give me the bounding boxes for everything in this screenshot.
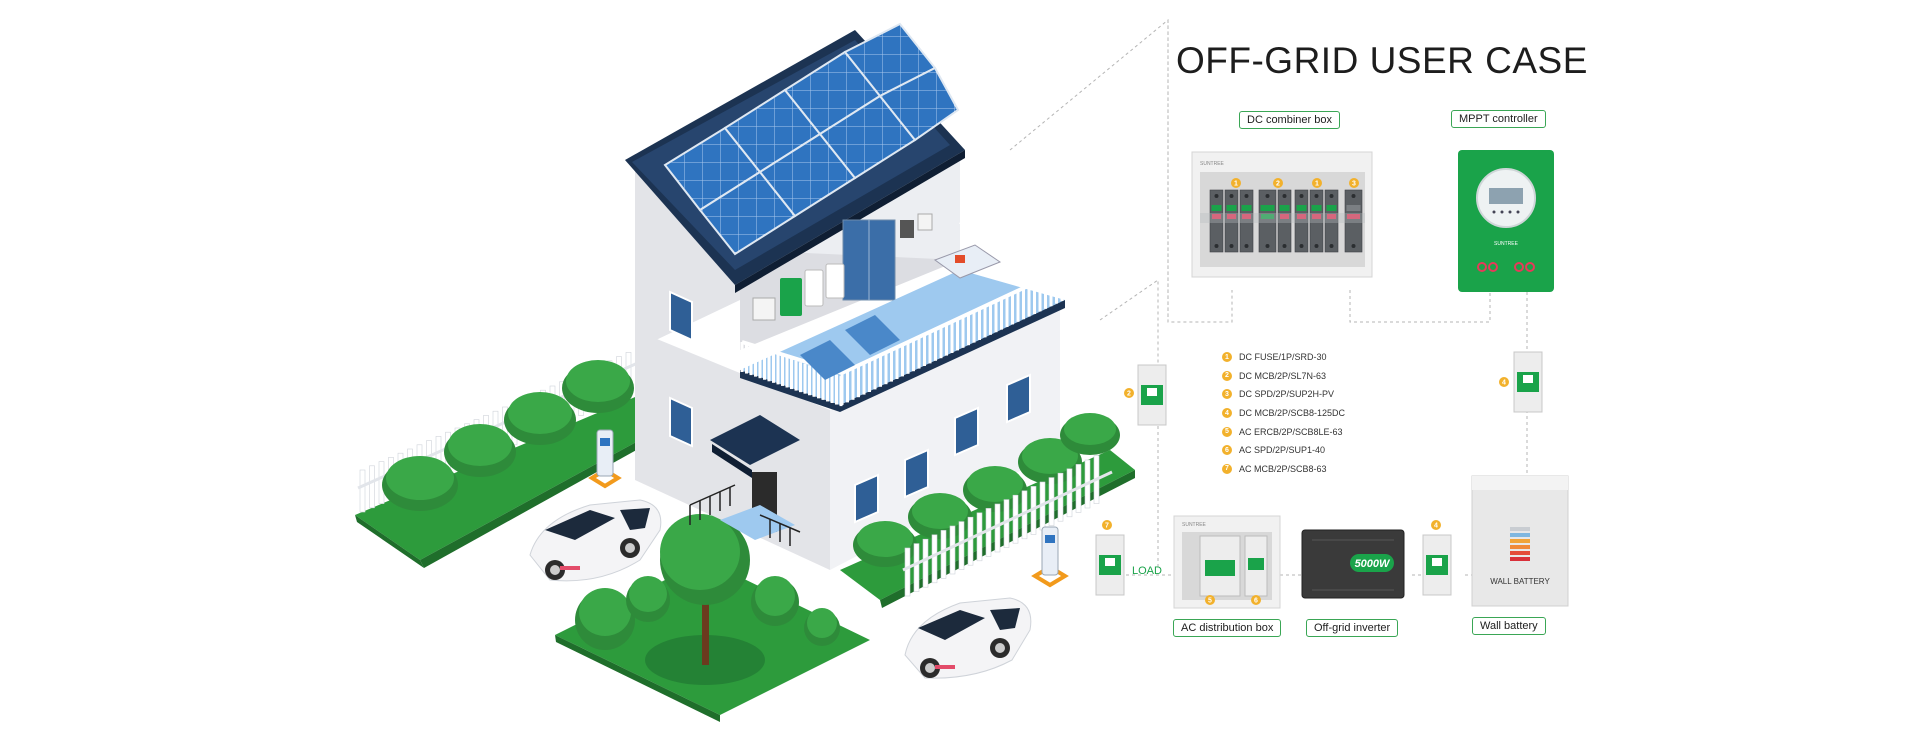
breaker-2-standalone: 2: [1124, 364, 1167, 426]
svg-text:1: 1: [1234, 181, 1238, 188]
page-title: OFF-GRID USER CASE: [1176, 40, 1588, 81]
legend-item: 4 DC MCB/2P/SCB8-125DC: [1222, 404, 1345, 423]
ev-charger-left: [588, 429, 622, 489]
svg-text:SUNTREE: SUNTREE: [1200, 161, 1225, 167]
legend-text: DC MCB/2P/SL7N-63: [1239, 370, 1327, 381]
svg-text:5: 5: [1208, 598, 1212, 605]
wall-battery: WALL BATTERY: [1471, 475, 1569, 607]
windows: [669, 290, 1031, 524]
svg-text:2: 2: [1127, 391, 1131, 398]
svg-text:7: 7: [1105, 523, 1109, 530]
svg-text:4: 4: [1502, 380, 1506, 387]
ac-distribution-box: SUNTREE 5 6: [1173, 515, 1281, 609]
mppt-controller-label: MPPT controller: [1451, 110, 1546, 128]
svg-text:SUNTREE: SUNTREE: [1182, 522, 1207, 528]
legend-item: 5 AC ERCB/2P/SCB8LE-63: [1222, 422, 1345, 441]
legend-number-badge: 2: [1222, 370, 1232, 381]
legend-number-badge: 7: [1222, 463, 1232, 474]
balcony-railing: [740, 220, 1064, 407]
front-yard: [555, 514, 870, 722]
component-legend: 1 DC FUSE/1P/SRD-30 2 DC MCB/2P/SL7N-63 3 DC …: [1222, 348, 1345, 478]
legend-number-badge: 4: [1222, 408, 1232, 419]
legend-text: DC SPD/2P/SUP2H-PV: [1239, 389, 1335, 400]
legend-item: 6 AC SPD/2P/SUP1-40: [1222, 441, 1345, 460]
breaker-4-inverter: 4: [1422, 520, 1452, 596]
breaker-7-load: 7: [1095, 520, 1125, 596]
car-left: [529, 499, 662, 582]
svg-text:SUNTREE: SUNTREE: [1494, 241, 1519, 247]
load-label: LOAD: [1132, 565, 1162, 577]
ev-charger-right: [1031, 526, 1069, 588]
solar-panels: [663, 22, 960, 256]
dc-combiner-box: SUNTREE 1 2 1 3: [1191, 151, 1373, 278]
ac-distribution-box-label: AC distribution box: [1173, 619, 1282, 637]
legend-number-badge: 1: [1222, 352, 1232, 363]
legend-item: 2 DC MCB/2P/SL7N-63: [1222, 367, 1345, 386]
legend-text: AC SPD/2P/SUP1-40: [1239, 445, 1326, 456]
left-hedges: [382, 360, 634, 511]
svg-text:1: 1: [1315, 181, 1319, 188]
legend-text: DC FUSE/1P/SRD-30: [1239, 352, 1327, 363]
legend-text: AC MCB/2P/SCB8-63: [1239, 463, 1327, 474]
left-yard: [355, 395, 640, 568]
svg-text:3: 3: [1352, 181, 1356, 188]
mppt-controller: SUNTREE: [1458, 150, 1554, 292]
house: [625, 22, 1065, 570]
svg-text:4: 4: [1434, 523, 1438, 530]
breaker-4-mppt: 4: [1499, 351, 1543, 413]
legend-item: 1 DC FUSE/1P/SRD-30: [1222, 348, 1345, 367]
wall-battery-label: Wall battery: [1472, 617, 1546, 635]
legend-item: 7 AC MCB/2P/SCB8-63: [1222, 460, 1345, 479]
car-right: [904, 597, 1032, 679]
legend-number-badge: 5: [1222, 426, 1232, 437]
legend-text: DC MCB/2P/SCB8-125DC: [1239, 408, 1346, 419]
svg-text:6: 6: [1254, 598, 1258, 605]
right-fence: [902, 455, 1113, 597]
svg-text:2: 2: [1276, 181, 1280, 188]
inverter-power-label: 5000W: [1355, 558, 1391, 570]
legend-number-badge: 3: [1222, 389, 1232, 400]
legend-item: 3 DC SPD/2P/SUP2H-PV: [1222, 385, 1345, 404]
dc-combiner-box-label: DC combiner box: [1239, 111, 1340, 129]
off-grid-inverter-label: Off-grid inverter: [1306, 619, 1399, 637]
off-grid-inverter: 5000W: [1301, 529, 1405, 599]
legend-text: AC ERCB/2P/SCB8LE-63: [1239, 426, 1343, 437]
legend-number-badge: 6: [1222, 445, 1232, 456]
wall-battery-panel-label: WALL BATTERY: [1490, 577, 1550, 586]
